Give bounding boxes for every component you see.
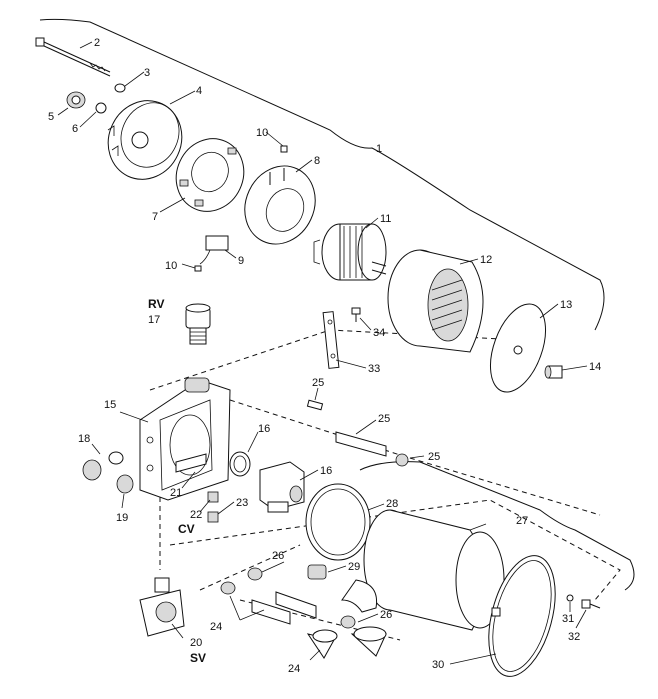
part-20-solenoid-valve [139, 577, 185, 637]
part-34-screw [351, 307, 361, 322]
part-17-relief-valve [185, 303, 211, 345]
label-19: 19 [116, 512, 128, 524]
label-13: 13 [560, 299, 572, 311]
label-24-left: 24 [210, 621, 222, 633]
part-10-screw-bottom [194, 265, 202, 272]
part-16-gasket [229, 451, 251, 477]
part-19-fitting [116, 474, 134, 494]
group-1-bracket [39, 18, 605, 331]
label-24-bottom: 24 [288, 663, 300, 675]
part-13-end-plate [490, 303, 546, 393]
label-25-right: 25 [428, 451, 440, 463]
label-6: 6 [72, 123, 78, 135]
label-14: 14 [589, 361, 601, 373]
part-7-brush-plate [175, 138, 245, 212]
part-31-washer [566, 594, 574, 602]
assembly-line-c [169, 499, 621, 601]
part-25-tube [306, 399, 409, 467]
label-26-bottom: 26 [380, 609, 392, 621]
part-27-reservoir [363, 509, 505, 631]
label-5: 5 [48, 111, 54, 123]
label-29: 29 [348, 561, 360, 573]
label-25-top: 25 [312, 377, 324, 389]
part-14-plug [544, 365, 563, 379]
label-21: 21 [170, 487, 182, 499]
part-24-tube [251, 599, 291, 625]
label-25-mid: 25 [378, 413, 390, 425]
part-26-fittings-upper [247, 567, 317, 619]
label-cv: CV [178, 522, 195, 536]
part-24-fitting-left [220, 581, 236, 595]
part-22-check-valve [207, 491, 219, 503]
label-3: 3 [144, 67, 150, 79]
part-11-armature [313, 223, 387, 281]
part-12-motor-housing [387, 249, 484, 353]
part-15-pump-body [139, 377, 231, 501]
label-9: 9 [238, 255, 244, 267]
label-12: 12 [480, 254, 492, 266]
part-5-bushing [66, 91, 86, 109]
part-10-screw-top [280, 145, 288, 153]
label-30: 30 [432, 659, 444, 671]
part-3-washer [114, 83, 126, 93]
label-17: 17 [148, 314, 160, 326]
label-26-top: 26 [272, 550, 284, 562]
part-26-filter [340, 615, 387, 657]
label-1: 1 [376, 143, 382, 155]
part-4-end-cap [107, 100, 183, 180]
label-32: 32 [568, 631, 580, 643]
part-28-oring [305, 483, 371, 561]
label-sv: SV [190, 651, 206, 665]
part-32-screw [581, 599, 601, 609]
label-15: 15 [104, 399, 116, 411]
label-4: 4 [196, 85, 202, 97]
label-8: 8 [314, 155, 320, 167]
part-9-capacitor [199, 235, 229, 265]
part-29-elbow [341, 579, 378, 613]
part-24-filter [306, 629, 338, 659]
callout-labels: 2 3 4 5 6 1 7 10 8 9 10 11 12 13 14 34 3… [48, 37, 601, 675]
label-16-top: 16 [258, 423, 270, 435]
assembly-line-b [229, 399, 601, 516]
part-8-brush-holder [244, 165, 316, 245]
part-16-gasket-inner [233, 455, 247, 473]
part-23-check-valve [207, 511, 219, 523]
label-23: 23 [236, 497, 248, 509]
label-20: 20 [190, 637, 202, 649]
label-16-right: 16 [320, 465, 332, 477]
label-10-top: 10 [256, 127, 268, 139]
label-2: 2 [94, 37, 100, 49]
part-30-cover [488, 555, 556, 677]
group-27-bracket [359, 461, 635, 591]
assembly-line-e [199, 544, 301, 591]
label-10-bottom: 10 [165, 260, 177, 272]
part-2-bolt [35, 37, 111, 77]
label-11: 11 [380, 213, 391, 225]
part-21-shaft [175, 453, 207, 473]
label-31: 31 [562, 613, 574, 625]
label-34: 34 [373, 327, 385, 339]
part-33-bracket [322, 311, 340, 369]
part-16-valve-block [259, 461, 305, 513]
part-6-oring [95, 102, 107, 114]
label-rv: RV [148, 297, 164, 311]
leader-lines [57, 41, 588, 665]
label-18: 18 [78, 433, 90, 445]
label-33: 33 [368, 363, 380, 375]
label-22: 22 [190, 509, 202, 521]
part-29-fitting [307, 564, 327, 580]
part-18-plug [82, 451, 124, 481]
label-27: 27 [516, 515, 528, 527]
label-28: 28 [386, 498, 398, 510]
label-7: 7 [152, 211, 158, 223]
